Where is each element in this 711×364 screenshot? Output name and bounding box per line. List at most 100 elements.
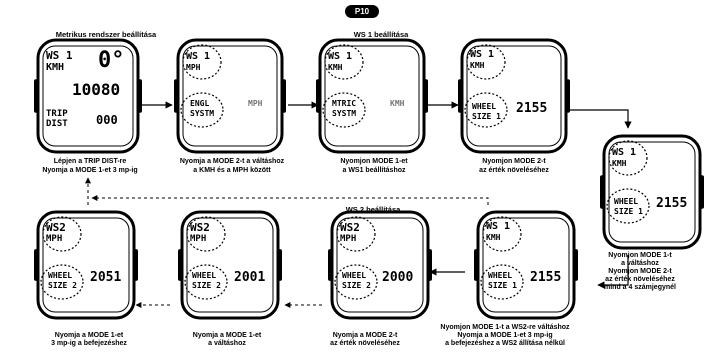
screen-1-trip: TRIP <box>46 109 68 119</box>
screen-4-opt2: SIZE 1 <box>472 112 501 121</box>
device-4 <box>458 38 570 154</box>
screen-4-opt1: WHEEL <box>472 102 497 111</box>
device-6-screen <box>482 217 570 313</box>
caption-5d: az érték növeléséhez <box>605 276 675 283</box>
device-9 <box>34 210 138 320</box>
device-2-flash-ring-top <box>182 44 222 80</box>
screen-1-temp: 0° <box>98 48 125 73</box>
device-8-screen <box>186 217 274 313</box>
device-1-screen <box>42 45 134 147</box>
screen-5-line2: KMH <box>612 159 627 168</box>
screen-2-opt2: SYSTM <box>190 109 215 118</box>
arrow-5-to-6 <box>597 255 629 289</box>
screen-9-line1: WS2 <box>46 221 66 234</box>
screen-1-dist: DIST <box>46 119 68 129</box>
device-9-flash-ring-bottom <box>40 264 84 300</box>
caption-5e: mind a 4 számjegynél <box>604 284 676 291</box>
screen-1-line2: KMH <box>46 62 65 73</box>
title-ws1: WS 1 beállítása <box>353 30 409 39</box>
caption-7a: Nyomja a MODE 2-t <box>332 332 398 339</box>
screen-2-line2: MPH <box>186 63 201 72</box>
device-7 <box>328 210 432 320</box>
device-2-flash-ring-bottom <box>180 92 224 128</box>
screen-6-value: 2155 <box>530 270 562 285</box>
caption-3a: Nyomjon MODE 1-et <box>340 158 408 165</box>
screen-5-line1: WS 1 <box>612 147 637 158</box>
device-3 <box>316 38 428 154</box>
device-3-flash-ring-bottom <box>322 92 366 128</box>
screen-7-opt1: WHEEL <box>342 271 367 280</box>
device-1 <box>34 38 142 154</box>
caption-5c: Nyomjon MODE 2-t <box>608 268 672 275</box>
caption-9a: Nyomja a MODE 1-et <box>54 332 124 339</box>
screen-5-value: 2155 <box>656 196 688 211</box>
caption-1a: Lépjen a TRIP DIST-re <box>53 158 127 165</box>
device-4-flash-ring-bottom <box>464 92 508 128</box>
caption-8a: Nyomja a MODE 1-et <box>192 332 262 339</box>
title-metric: Metrikus rendszer beállítása <box>55 30 157 39</box>
caption-5b: a váltáshoz <box>621 260 659 267</box>
caption-6c: a befejezéshez a WS2 állítása nélkül <box>445 340 565 347</box>
caption-4b: az érték növeléséhez <box>479 167 549 174</box>
arrow-4-to-5 <box>570 109 632 129</box>
device-8-flash-ring-top <box>186 216 226 252</box>
device-4-screen <box>466 45 562 147</box>
screen-6-opt2: SIZE 1 <box>488 281 517 290</box>
screen-9-value: 2051 <box>90 270 122 285</box>
screen-8-value: 2001 <box>234 270 266 285</box>
caption-5a: Nyomjon MODE 1-t <box>608 252 672 259</box>
title-ws2: WS 2 beállítása <box>345 205 401 214</box>
screen-5-opt1: WHEEL <box>614 197 639 206</box>
device-9-screen <box>42 217 130 313</box>
caption-8b: a váltáshoz <box>208 340 246 347</box>
screen-2-opt1: ENGL <box>190 99 210 108</box>
device-9-flash-ring-top <box>42 216 82 252</box>
caption-3b: a WS1 beállításhoz <box>342 167 406 174</box>
caption-4a: Nyomjon MODE 2-t <box>482 158 546 165</box>
page-badge: P10 <box>345 5 379 18</box>
caption-2b: a KMH és a MPH között <box>193 167 271 174</box>
screen-8-opt1: WHEEL <box>192 271 217 280</box>
screen-9-opt2: SIZE 2 <box>48 281 77 290</box>
caption-2a: Nyomja a MODE 2-t a váltáshoz <box>179 158 285 165</box>
screen-6-opt1: WHEEL <box>488 271 513 280</box>
screen-1-dist-value: 000 <box>96 113 118 127</box>
device-5 <box>600 134 704 250</box>
screen-6-line2: KMH <box>486 233 501 242</box>
device-7-flash-ring-top <box>336 216 376 252</box>
device-8-flash-ring-bottom <box>184 264 228 300</box>
screen-3-opt2: SYSTM <box>332 109 357 118</box>
screen-9-opt1: WHEEL <box>48 271 73 280</box>
screen-1-odo: 10080 <box>72 80 121 99</box>
caption-6b: Nyomja a MODE 1-et 3 mp-ig <box>457 332 553 339</box>
device-6-flash-ring-top <box>482 216 522 252</box>
screen-8-opt2: SIZE 2 <box>192 281 221 290</box>
screen-7-line2: MPH <box>340 234 357 244</box>
device-3-screen <box>324 45 420 147</box>
screen-4-value: 2155 <box>516 101 548 116</box>
caption-9b: 3 mp-ig a befejezéshez <box>51 340 127 347</box>
screen-6-line1: WS 1 <box>486 221 511 232</box>
flow-arrows <box>85 101 632 308</box>
screen-3-line2: KMH <box>328 63 343 72</box>
device-6 <box>474 210 578 320</box>
device-4-flash-ring-top <box>466 44 506 80</box>
device-2-screen <box>182 45 278 147</box>
screen-3-line1: WS 1 <box>328 51 353 62</box>
screen-2-line1: WS 1 <box>186 51 211 62</box>
device-6-flash-ring-bottom <box>480 264 524 300</box>
screen-8-line2: MPH <box>190 234 207 244</box>
device-5-flash-ring-top <box>608 140 648 176</box>
screen-4-line1: WS 1 <box>470 49 495 60</box>
screen-8-line1: WS2 <box>190 221 210 234</box>
screen-3-opt1: MTRIC <box>332 99 357 108</box>
device-7-flash-ring-bottom <box>334 264 378 300</box>
device-2 <box>174 38 286 154</box>
device-3-flash-ring-top <box>324 44 364 80</box>
screen-7-opt2: SIZE 2 <box>342 281 371 290</box>
screen-3-opt3: KMH <box>390 99 405 108</box>
screen-7-line1: WS2 <box>340 221 360 234</box>
device-5-flash-ring-bottom <box>606 188 650 224</box>
